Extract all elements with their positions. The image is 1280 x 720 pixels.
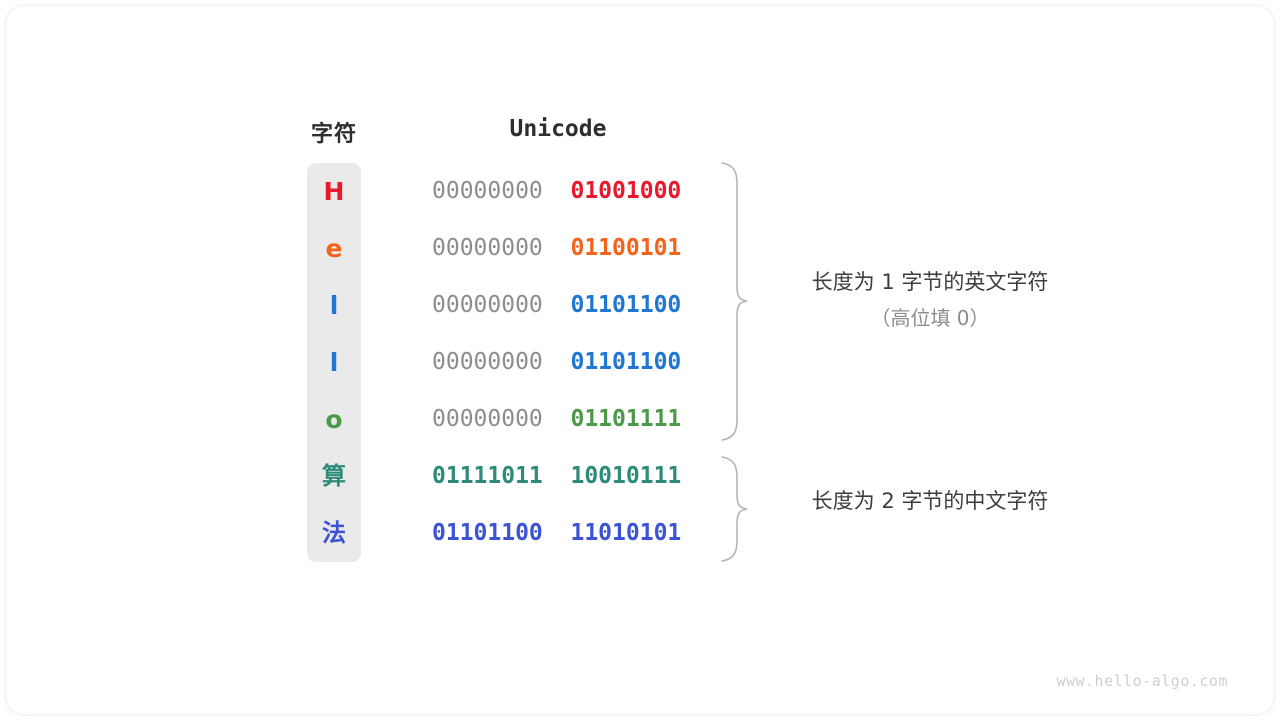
unicode-bits: 00000000 01101100 <box>432 277 681 334</box>
unicode-high-byte: 00000000 <box>432 178 543 204</box>
annotation-chinese-bytes: 长度为 2 字节的中文字符 <box>760 483 1100 519</box>
character-glyph: e <box>325 234 343 263</box>
unicode-low-byte: 01100101 <box>570 235 682 261</box>
annotation-english-sub: （高位填 0） <box>870 306 990 330</box>
character-glyph: o <box>325 405 343 434</box>
unicode-high-byte: 01111011 <box>432 463 543 489</box>
encoding-row: 法 01101100 11010101 <box>307 505 687 562</box>
unicode-bits: 01111011 10010111 <box>432 448 681 505</box>
unicode-high-byte: 00000000 <box>432 292 543 318</box>
unicode-high-byte: 00000000 <box>432 235 543 261</box>
unicode-low-byte: 01101100 <box>570 349 682 375</box>
encoding-row: l 00000000 01101100 <box>307 277 687 334</box>
encoding-row: o 00000000 01101111 <box>307 391 687 448</box>
annotation-english-main: 长度为 1 字节的英文字符 <box>811 270 1049 294</box>
character-glyph: 法 <box>322 519 346 547</box>
unicode-low-byte: 01001000 <box>570 178 682 204</box>
unicode-high-byte: 00000000 <box>432 349 543 375</box>
unicode-bits: 00000000 01101111 <box>432 391 681 448</box>
column-header-unicode: Unicode <box>509 116 607 142</box>
unicode-bits: 00000000 01101100 <box>432 334 681 391</box>
annotation-chinese-main: 长度为 2 字节的中文字符 <box>811 489 1049 513</box>
character-glyph: l <box>329 348 339 377</box>
unicode-low-byte: 11010101 <box>570 520 682 546</box>
unicode-bits: 01101100 11010101 <box>432 505 681 562</box>
unicode-low-byte: 01101100 <box>570 292 682 318</box>
unicode-high-byte: 01101100 <box>432 520 543 546</box>
character-column-background <box>307 163 361 562</box>
figure-card <box>6 6 1274 714</box>
encoding-row: e 00000000 01100101 <box>307 220 687 277</box>
watermark: www.hello-algo.com <box>1056 672 1228 690</box>
unicode-high-byte: 00000000 <box>432 406 543 432</box>
character-glyph: H <box>323 177 345 206</box>
unicode-low-byte: 01101111 <box>570 406 682 432</box>
character-glyph: l <box>329 291 339 320</box>
unicode-bits: 00000000 01001000 <box>432 163 681 220</box>
character-glyph: 算 <box>322 462 346 490</box>
encoding-row: 算 01111011 10010111 <box>307 448 687 505</box>
unicode-low-byte: 10010111 <box>570 463 682 489</box>
encoding-row: l 00000000 01101100 <box>307 334 687 391</box>
column-header-character: 字符 <box>310 121 357 146</box>
annotation-english-bytes: 长度为 1 字节的英文字符 （高位填 0） <box>760 264 1100 336</box>
encoding-row: H 00000000 01001000 <box>307 163 687 220</box>
unicode-bits: 00000000 01100101 <box>432 220 681 277</box>
